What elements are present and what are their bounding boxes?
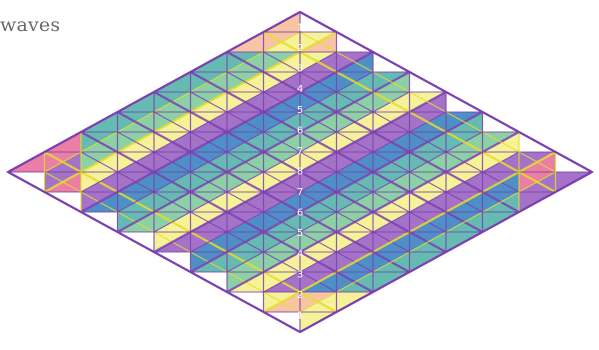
axis-number-label: 3 (297, 269, 303, 280)
axis-number-label: 1 (297, 23, 303, 34)
axis-number-label: 6 (297, 208, 303, 219)
axis-number-label: 8 (297, 167, 303, 178)
axis-number-label: 5 (297, 105, 303, 116)
axis-number-label: 5 (297, 228, 303, 239)
axis-number-label: 4 (297, 84, 303, 95)
axis-number-label: 7 (297, 187, 303, 198)
axis-number-label: 2 (297, 290, 303, 301)
axis-number-label: 1 (297, 311, 303, 322)
axis-number-label: 6 (297, 125, 303, 136)
axis-number-label: 2 (297, 43, 303, 54)
axis-number-label: 4 (297, 249, 303, 260)
axis-number-label: 3 (297, 64, 303, 75)
center-axis-labels: 1 2 3 4 5 6 7 8 7 6 5 4 3 2 1 (297, 23, 303, 322)
axis-number-label: 7 (297, 146, 303, 157)
